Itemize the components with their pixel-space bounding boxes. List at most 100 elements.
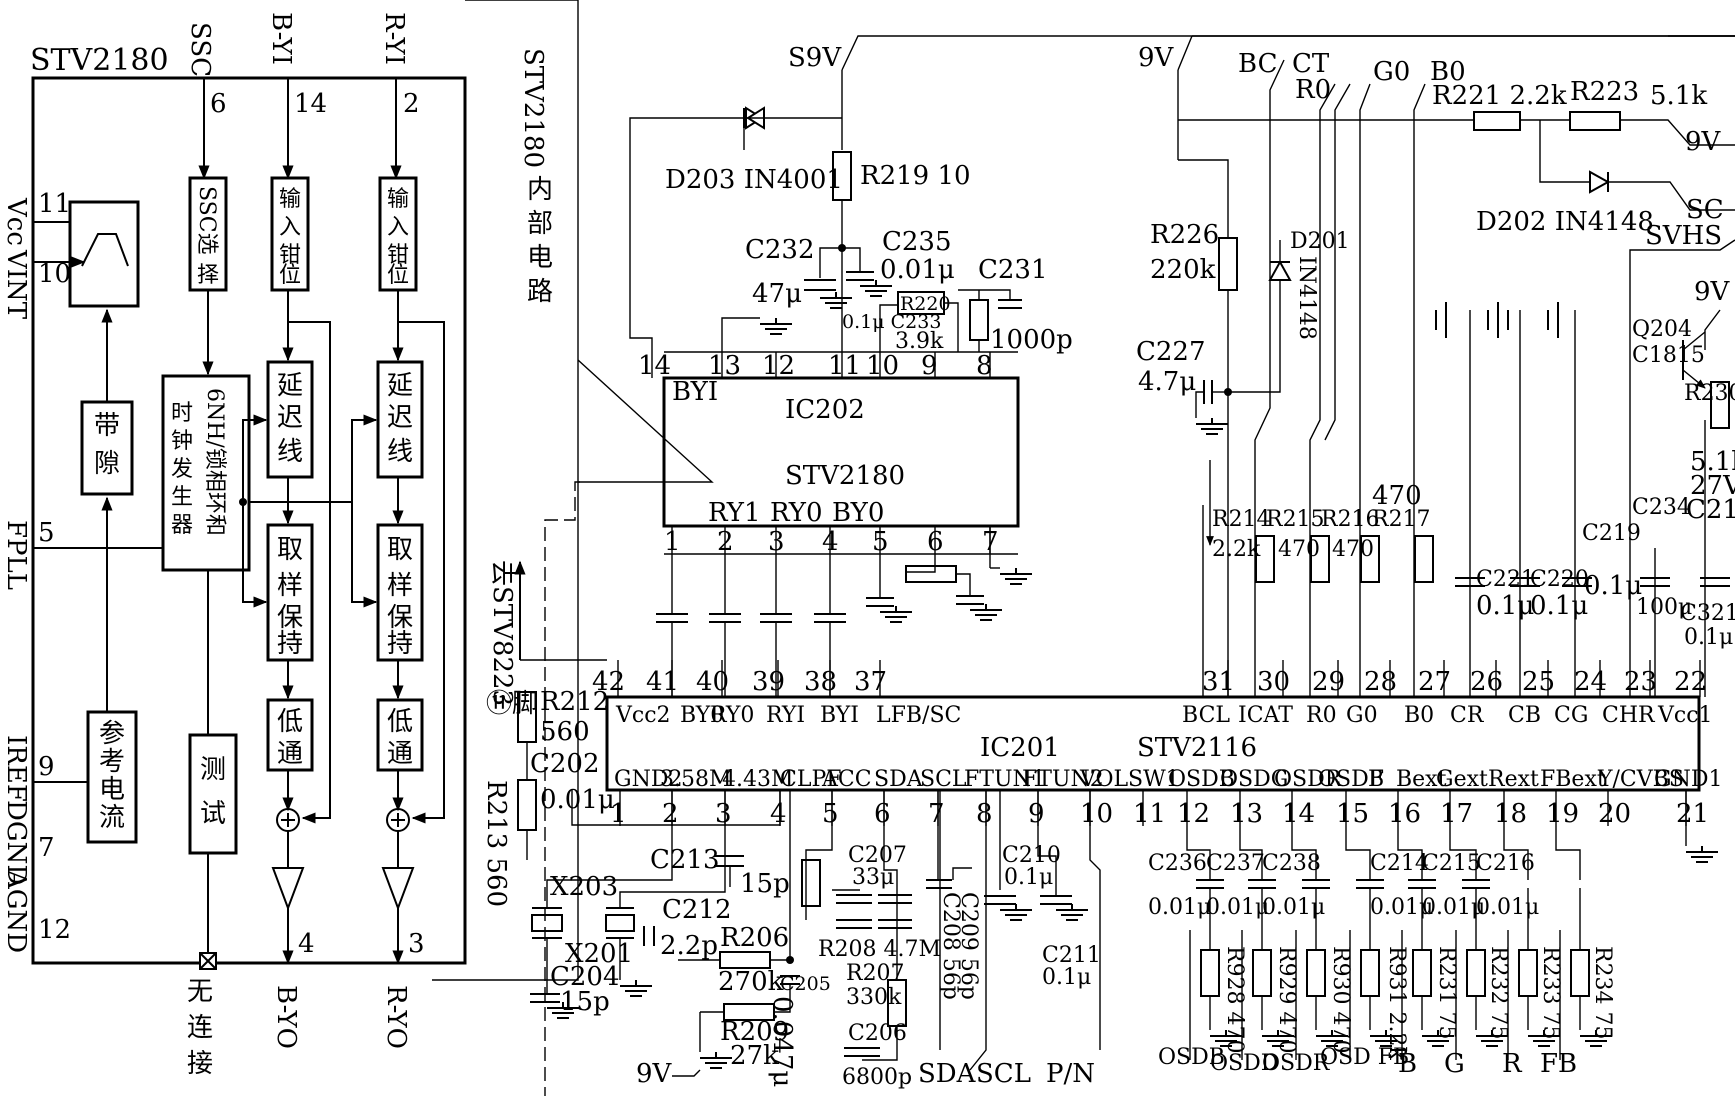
svg-text:C206: C206 [848, 1021, 907, 1046]
svg-text:测: 测 [200, 755, 226, 785]
svg-text:生: 生 [171, 485, 193, 510]
output-resistor-6 [1518, 949, 1538, 997]
bandgap-label-1: 带 [94, 411, 120, 441]
svg-text:R931 2.2k: R931 2.2k [1384, 946, 1409, 1061]
svg-text:0.01μ: 0.01μ [1206, 895, 1269, 920]
svg-text:样: 样 [277, 571, 303, 601]
ic201-bottom-circuit: 去STV8223 ⑪脚 R212 560 C202 0.01μ R213 560… [481, 560, 1719, 1090]
ic202-top-pin-1: 13 [708, 351, 741, 381]
x201 [605, 914, 635, 932]
svg-text:样: 样 [387, 571, 413, 601]
test-block [188, 733, 238, 855]
svg-text:钳: 钳 [387, 243, 409, 268]
ic201-top-pin-name-4: BYI [820, 703, 859, 728]
svg-text:参: 参 [99, 719, 125, 749]
r208 [801, 859, 821, 907]
ic201-top-pin-name-3: RYI [766, 703, 805, 728]
svg-text:0.1μ: 0.1μ [1042, 965, 1091, 990]
net-osdd: OSDD [1210, 1051, 1278, 1076]
ic201-bottom-pin-name-18: Rext [1488, 767, 1539, 792]
net-b: B [1398, 1049, 1417, 1079]
svg-text:D201: D201 [1290, 229, 1350, 254]
svg-text:0.01μ: 0.01μ [1422, 895, 1485, 920]
ic201-stv2116: IC201 STV2116 42Vcc241BY040RY039RYI38BYI… [592, 660, 1722, 829]
net-osdfb: OSD FB [1320, 1045, 1409, 1070]
svg-text:R206: R206 [720, 923, 789, 953]
r223 [1569, 111, 1621, 131]
ic202-pin6-resistor [905, 565, 957, 583]
svg-text:0.01μ: 0.01μ [1262, 895, 1325, 920]
lowpass-r-block [376, 698, 424, 772]
ic201-top-pin-num-1: 41 [646, 667, 679, 697]
svg-text:2.2p: 2.2p [660, 931, 718, 961]
ic201-bottom-pin-num-20: 21 [1676, 799, 1709, 829]
ic201-top-pin-num-7: 30 [1257, 667, 1290, 697]
ic201-top-pin-name-15: Vcc1 [1657, 703, 1713, 728]
svg-text:R215: R215 [1266, 507, 1325, 532]
pin-num-11: 11 [38, 189, 71, 219]
pin-label-fpll: FPLL [1, 520, 31, 590]
svg-text:C209 56p: C209 56p [956, 892, 981, 1000]
svg-text:27V: 27V [1690, 471, 1735, 501]
svg-text:0.1μ: 0.1μ [1584, 571, 1642, 601]
net-to-stv8223: 去STV8223 [487, 560, 517, 706]
svg-text:入: 入 [279, 215, 301, 240]
svg-text:3.9k: 3.9k [895, 329, 944, 354]
ic201-bottom-pin-name-1: 3.58M [660, 767, 732, 792]
svg-text:C235: C235 [882, 227, 952, 257]
svg-text:R231 75: R231 75 [1434, 946, 1459, 1040]
net-b0: B0 [1430, 57, 1466, 87]
svg-text:R230: R230 [1684, 381, 1735, 406]
net-sda: SDA [918, 1059, 977, 1089]
ic201-bottom-pin-name-5: SDA [874, 767, 924, 792]
output-resistor-3 [1360, 949, 1380, 997]
ic201-top-pin-num-14: 23 [1624, 667, 1657, 697]
svg-text:0.01μ: 0.01μ [1148, 895, 1211, 920]
svg-text:R233 75: R233 75 [1538, 946, 1563, 1040]
ic201-top-pin-num-2: 40 [696, 667, 729, 697]
svg-text:R213 560: R213 560 [481, 780, 511, 907]
ic202-top-pin-0: 14 [638, 351, 671, 381]
output-resistor-4 [1412, 949, 1432, 997]
svg-text:连: 连 [187, 1013, 213, 1043]
svg-text:R234 75: R234 75 [1590, 946, 1615, 1040]
ic202-byi-label: BYI [672, 377, 718, 407]
pin-label-ssc: SSC [185, 22, 215, 77]
pin-label-agnd: AGND [1, 869, 31, 953]
r215 [1255, 535, 1275, 583]
pin-label-dgnd: DGND [1, 800, 31, 885]
svg-text:Q204: Q204 [1632, 317, 1692, 342]
osd-rgb-output-network: C236 C237 C238 C214 C215 C216 0.01μ 0.01… [1148, 826, 1615, 1079]
ic201-bottom-pin-num-17: 18 [1494, 799, 1527, 829]
svg-text:考: 考 [99, 747, 125, 777]
ic201-bottom-pin-num-11: 12 [1177, 799, 1210, 829]
ic201-body [605, 695, 1701, 792]
net-sc: SC [1686, 195, 1724, 225]
svg-text:位: 位 [279, 263, 301, 288]
pin11-label: ⑪脚 [486, 689, 538, 719]
output-resistor-5 [1466, 949, 1486, 997]
svg-text:270k: 270k [718, 967, 784, 997]
pin-num-6: 6 [210, 89, 227, 119]
ic202-chip: STV2180 [785, 461, 905, 491]
output-resistor-1 [1252, 949, 1272, 997]
ic201-chip: STV2116 [1137, 733, 1257, 763]
ic201-bottom-pin-num-3: 4 [770, 799, 787, 829]
output-resistor-0 [1200, 949, 1220, 997]
svg-text:330k: 330k [846, 985, 902, 1010]
r226 [1218, 237, 1238, 291]
net-9v-q: 9V [1694, 277, 1731, 307]
svg-text:R217: R217 [1372, 507, 1431, 532]
svg-text:通: 通 [277, 739, 303, 769]
svg-text:0.01μ: 0.01μ [540, 785, 615, 815]
ic201-bottom-pin-name-9: VOL [1079, 767, 1129, 792]
ic201-bottom-pin-name-17: Gext [1436, 767, 1488, 792]
svg-text:持: 持 [387, 629, 413, 659]
pin-label-iref: IREF [1, 735, 31, 802]
ic201-top-pin-num-9: 28 [1364, 667, 1397, 697]
r206 [719, 951, 771, 969]
ic201-top-pin-name-9: G0 [1346, 703, 1378, 728]
svg-text:钟: 钟 [171, 429, 193, 454]
